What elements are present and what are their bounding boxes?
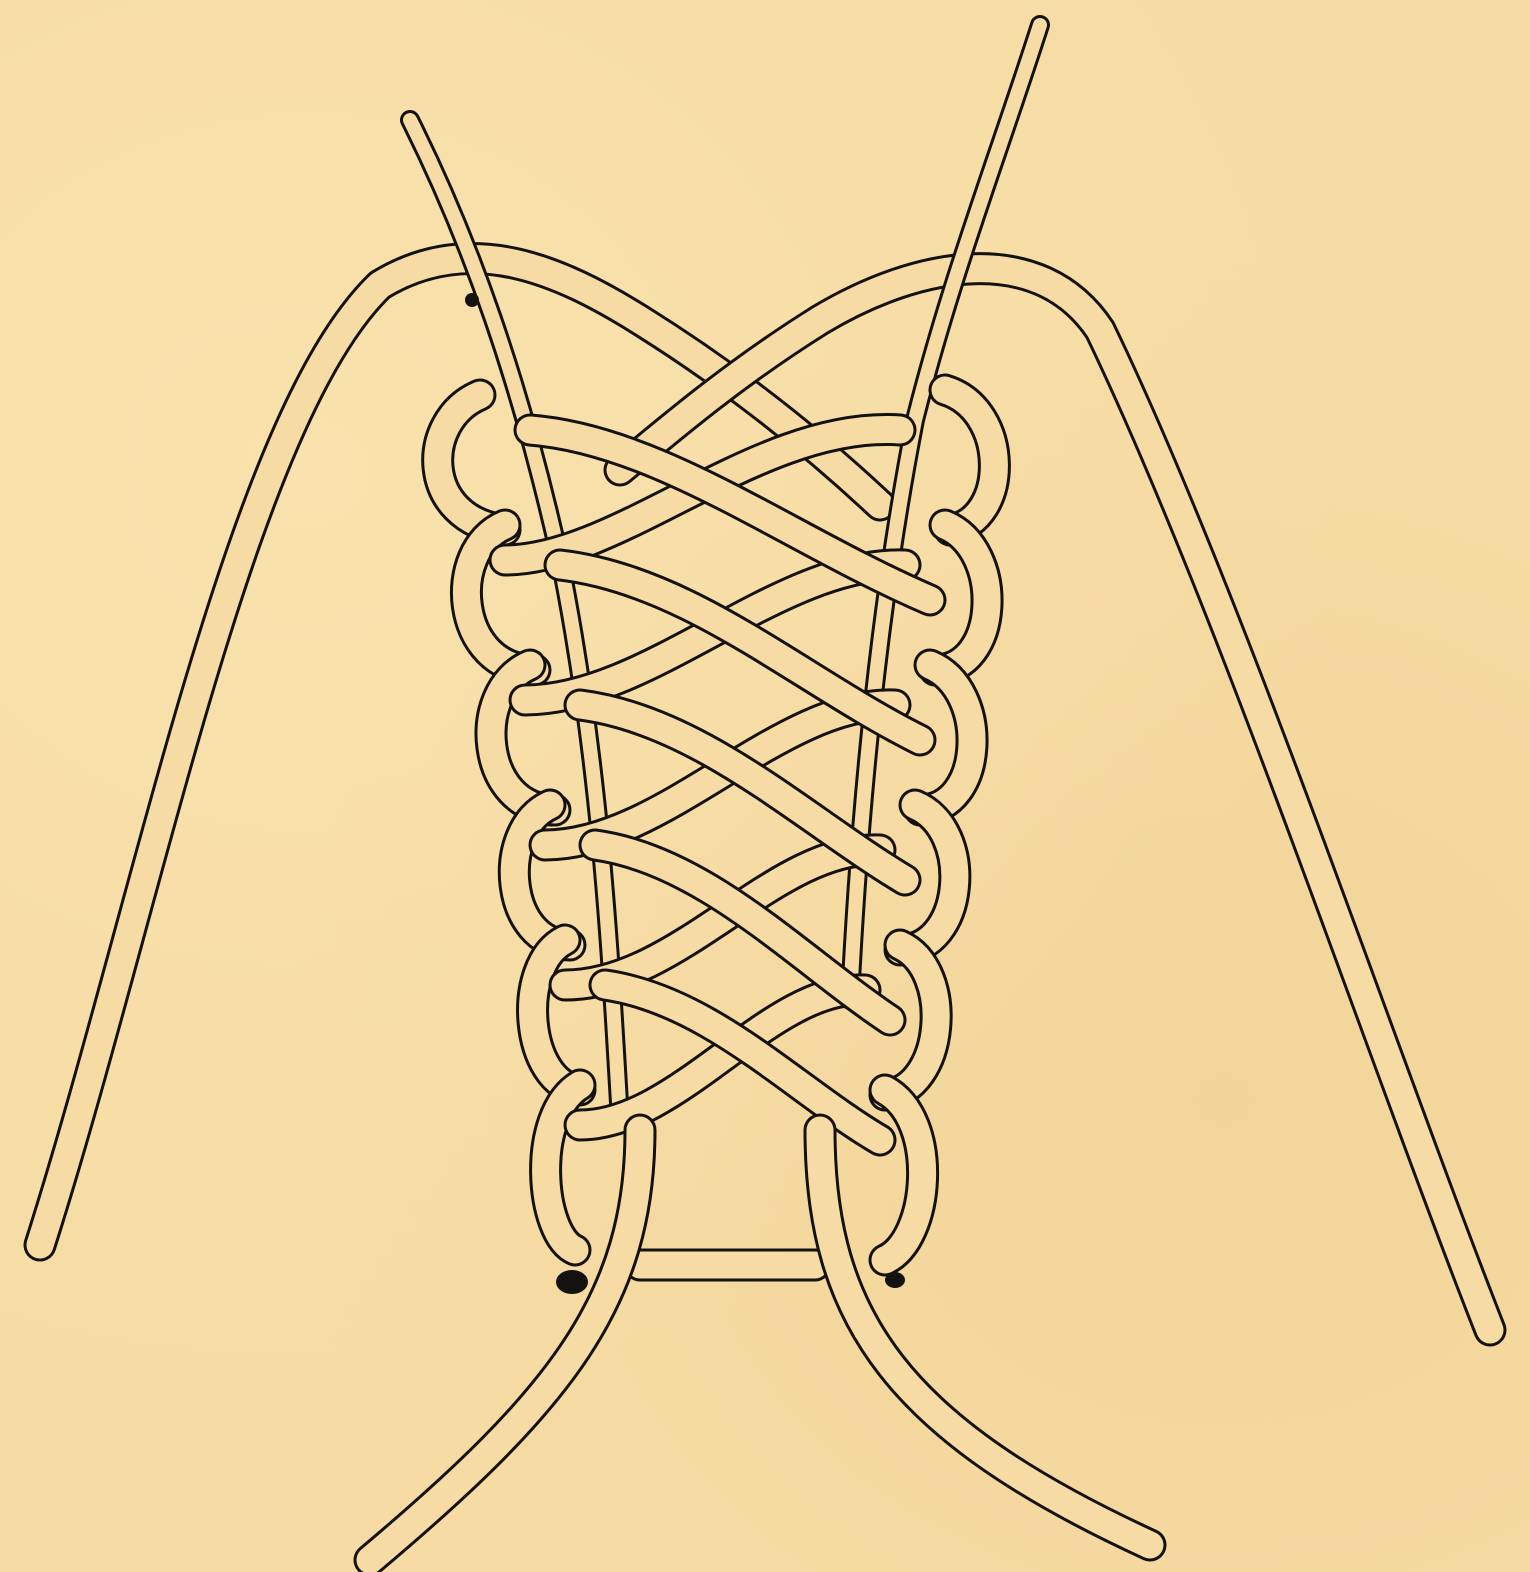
bottom-lace [370, 1130, 1150, 1560]
